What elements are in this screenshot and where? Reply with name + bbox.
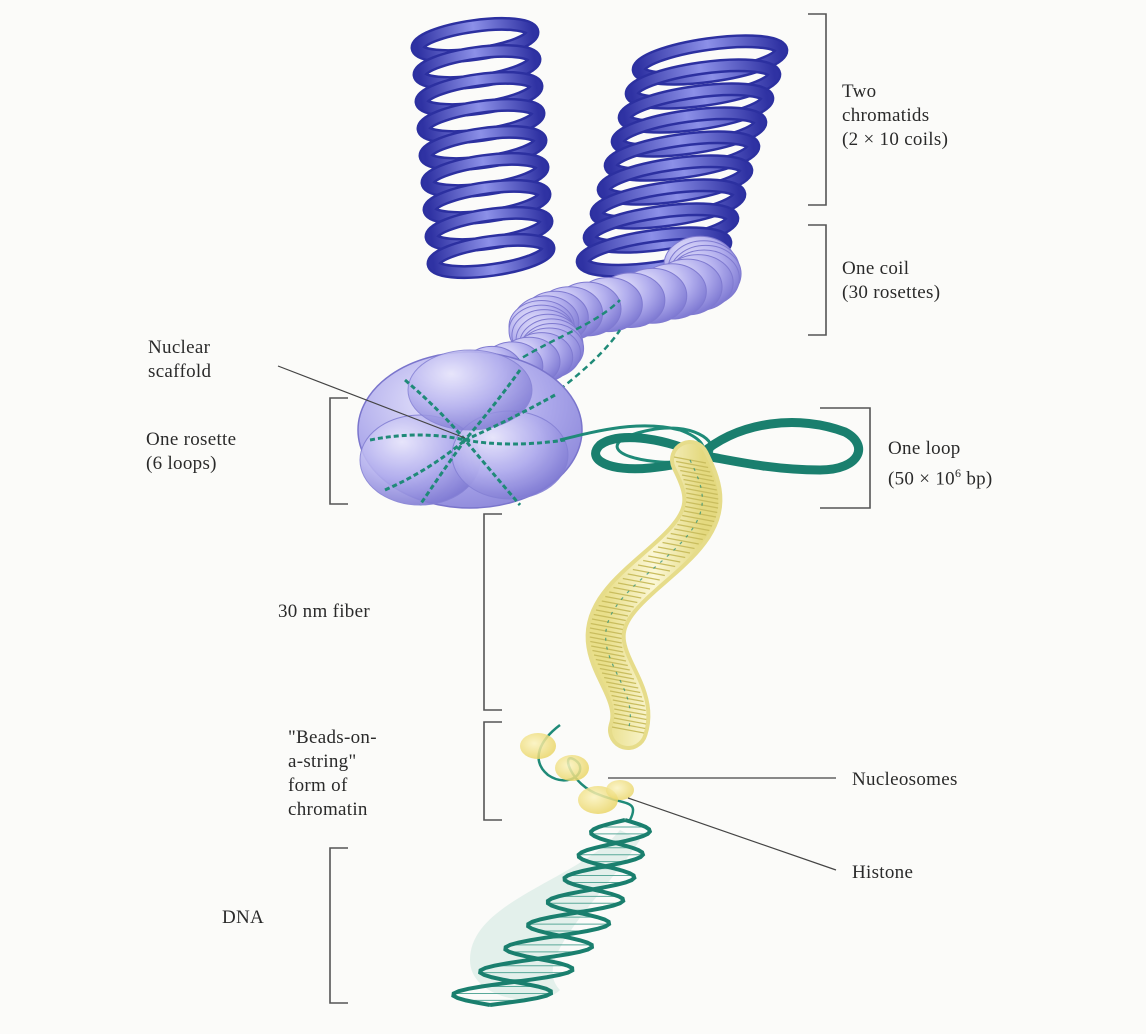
one-rosette-shape: [358, 350, 582, 508]
label-nuclear-scaffold: Nuclear scaffold: [148, 336, 211, 384]
label-histone: Histone: [852, 861, 913, 885]
30nm-fiber-shape: [590, 457, 719, 733]
bracket-one-coil: [808, 225, 826, 335]
bracket-beads: [484, 722, 502, 820]
left-chromatid-coil: [416, 18, 551, 278]
label-one-coil: One coil (30 rosettes): [842, 257, 940, 305]
label-one-rosette: One rosette (6 loops): [146, 428, 236, 476]
bracket-one-rosette: [330, 398, 348, 504]
bracket-30nm-fiber: [484, 514, 502, 710]
label-one-loop: One loop (50 × 106 bp): [888, 437, 993, 491]
bracket-dna: [330, 848, 348, 1003]
label-30nm-fiber: 30 nm fiber: [278, 600, 370, 624]
label-nucleosomes: Nucleosomes: [852, 768, 958, 792]
label-beads-on-string: "Beads-on- a-string" form of chromatin: [288, 726, 377, 822]
one-loop-size-suffix: bp): [961, 468, 992, 489]
bracket-two-chromatids: [808, 14, 826, 205]
label-dna: DNA: [222, 906, 264, 930]
leader-histone: [628, 798, 836, 870]
one-loop-size-prefix: (50 × 10: [888, 468, 955, 489]
label-two-chromatids: Two chromatids (2 × 10 coils): [842, 80, 948, 152]
dna-helix-shape: [453, 820, 649, 1005]
